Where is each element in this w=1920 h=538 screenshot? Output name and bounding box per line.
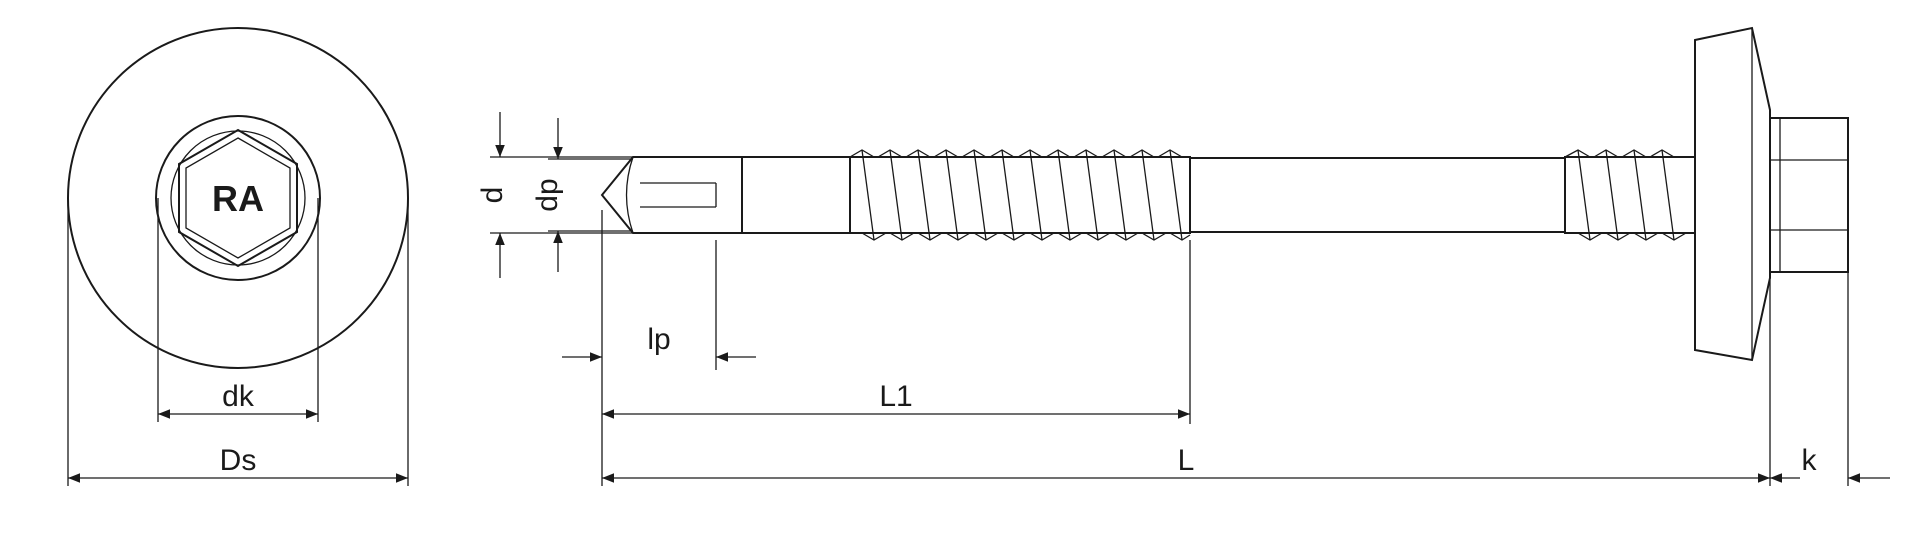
dp-label: dp: [531, 178, 564, 211]
hex-head-outer: [178, 128, 298, 268]
screw-side-view: [600, 26, 1849, 362]
k-label: k: [1802, 444, 1818, 477]
sealing-washer: [1694, 26, 1771, 362]
head-top-view: RA dk Ds: [67, 27, 409, 486]
side-view-dimensions: d dp lp L1 L k: [476, 112, 1890, 486]
hex-head-side: [1769, 117, 1849, 273]
hex-head-inner: [185, 137, 291, 259]
dk-label: dk: [222, 380, 255, 413]
head-marking: RA: [212, 178, 264, 219]
l1-label: L1: [879, 380, 912, 413]
thread-section-1-core: [849, 156, 1191, 234]
pilot-shank: [741, 156, 851, 234]
drill-point: [600, 156, 743, 234]
l-label: L: [1178, 444, 1195, 477]
thread-section-1-crests: [849, 149, 1191, 241]
d-label: d: [476, 187, 509, 204]
head-circle: [155, 115, 321, 281]
plain-shank: [1189, 157, 1566, 233]
thread-section-2-crests: [1564, 149, 1687, 241]
lp-label: lp: [647, 323, 670, 356]
ds-label: Ds: [220, 444, 257, 477]
head-marking-circle: [170, 130, 306, 266]
drill-point-flute: [625, 156, 634, 234]
